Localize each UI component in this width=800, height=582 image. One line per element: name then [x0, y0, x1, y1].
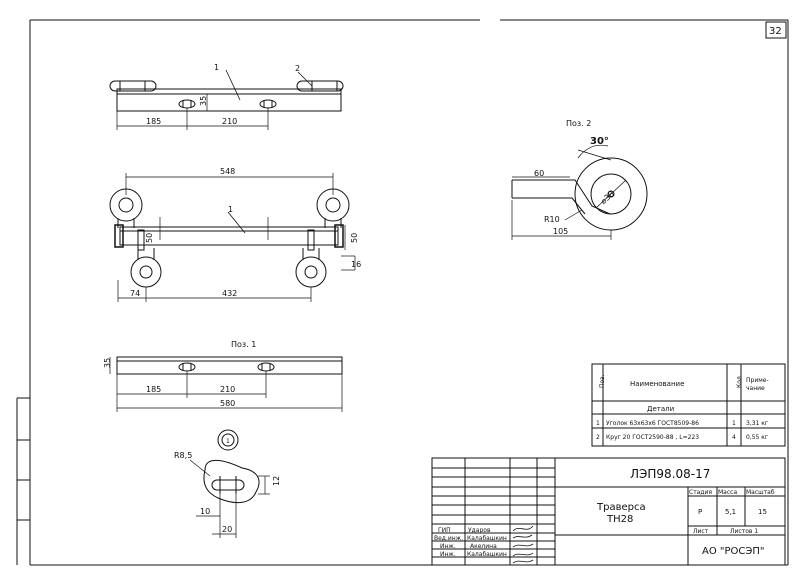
pos1-dim-left: 185 [146, 385, 161, 394]
pos2-dim-length: 60 [534, 169, 544, 178]
title-line2: ТН28 [606, 514, 633, 525]
view-pos1 [109, 356, 343, 412]
washer-label: 1 [226, 438, 230, 445]
view-front [109, 173, 356, 302]
top-pos1-label: 1 [214, 63, 219, 72]
spec-row1-name: Уголок 63x63x6 ГОСТ8509-86 [606, 420, 699, 427]
title-line1: Траверса [596, 502, 646, 513]
tb-role-3: Инж. [440, 543, 456, 550]
pos1-dim-mid: 210 [220, 385, 235, 394]
tb-company: АО "РОСЭП" [702, 546, 764, 557]
tb-role-2: Вед.инж. [434, 535, 463, 542]
front-dim-span: 432 [222, 289, 237, 298]
pos2-dim-overall: 105 [553, 227, 568, 236]
doc-number: ЛЭП98.08-17 [630, 467, 710, 481]
spec-table [591, 363, 786, 447]
tb-scale: 15 [758, 508, 767, 516]
washer-dim-height: 12 [272, 476, 281, 486]
title-block [431, 457, 786, 566]
page-number: 32 [769, 26, 782, 37]
pos1-dim-height: 35 [103, 358, 112, 368]
tb-sheet-label: Лист [693, 528, 709, 535]
washer-dim-radius: R8,5 [174, 451, 192, 460]
tb-role-1: ГИП [438, 527, 451, 534]
washer-dim-width: 20 [222, 525, 232, 534]
spec-header-note: Приме-чание [746, 377, 769, 392]
view-top [109, 69, 344, 130]
pos2-dim-angle: 30° [590, 136, 609, 147]
spec-row2-note: 0,55 кг [746, 434, 768, 441]
tb-name-4: Калабашкин [467, 551, 507, 558]
tb-col-scale: Масштаб [746, 489, 775, 496]
front-dim-height-left: 50 [145, 233, 154, 243]
front-dim-height-right: 50 [350, 233, 359, 243]
tb-name-1: Ударов [468, 527, 491, 534]
pos2-dim-radius: R10 [544, 215, 560, 224]
tb-sheets-label: Листов 1 [730, 528, 758, 535]
tb-col-mass: Масса [718, 489, 737, 496]
top-pos2-label: 2 [295, 64, 300, 73]
spec-row1-pos: 1 [596, 420, 600, 427]
pos1-title: Поз. 1 [231, 340, 256, 349]
pos1-dim-overall: 580 [220, 399, 235, 408]
top-dim-left: 185 [146, 117, 161, 126]
spec-section: Детали [647, 405, 674, 413]
spec-row1-note: 3,31 кг [746, 420, 768, 427]
spec-header-qty: Кол [736, 376, 743, 388]
spec-row2-name: Круг 20 ГОСТ2590-88 , L=223 [606, 434, 699, 441]
view-washer [189, 429, 270, 538]
spec-row2-pos: 2 [596, 434, 600, 441]
front-dim-side: 16 [351, 260, 361, 269]
spec-header-pos: Поз. [599, 375, 606, 388]
spec-header-name: Наименование [630, 380, 684, 388]
front-label: 1 [228, 205, 233, 214]
front-dim-left: 74 [130, 289, 140, 298]
pos2-title: Поз. 2 [566, 119, 591, 128]
tb-mass: 5,1 [725, 508, 736, 516]
tb-name-2: Калабашкин [467, 535, 507, 542]
spec-row1-qty: 1 [732, 420, 736, 427]
washer-dim-offset: 10 [200, 507, 210, 516]
page-number-box [765, 21, 787, 39]
top-dim-right: 210 [222, 117, 237, 126]
tb-role-4: Инж. [440, 551, 456, 558]
view-pos2 [511, 144, 648, 240]
front-dim-overall: 548 [220, 167, 235, 176]
spec-row2-qty: 4 [732, 434, 736, 441]
tb-stage: Р [698, 508, 702, 516]
top-dim-height: 35 [199, 96, 208, 106]
tb-col-stage: Стадия [689, 489, 712, 496]
tb-name-3: Акелина [470, 543, 497, 550]
